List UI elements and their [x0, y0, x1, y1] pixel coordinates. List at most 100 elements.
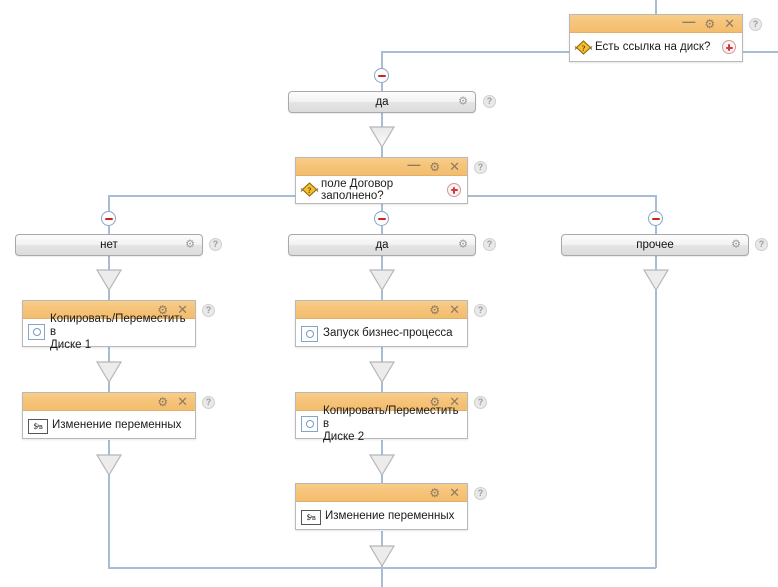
flow-arrow	[369, 126, 395, 148]
close-icon[interactable]: ✕	[177, 394, 188, 409]
connector-line	[381, 147, 383, 157]
minimize-icon[interactable]: —	[407, 157, 421, 172]
gear-icon[interactable]: ⚙	[157, 302, 169, 317]
connector-line	[381, 566, 383, 587]
connector-line	[381, 255, 383, 271]
branch-label-yes[interactable]: да ⚙	[288, 234, 476, 256]
node-copy-move-disk1[interactable]: ⚙ ✕ Копировать/Переместить в Диске 1	[22, 300, 196, 351]
close-icon[interactable]: ✕	[449, 485, 460, 500]
help-icon[interactable]: ?	[755, 238, 768, 251]
connector-line	[381, 347, 383, 363]
connector-line	[381, 83, 383, 91]
help-icon[interactable]: ?	[474, 487, 487, 500]
connector-line	[468, 195, 481, 197]
node-title-line2: Диске 1	[50, 339, 92, 351]
node-title-line2: заполнено?	[321, 189, 384, 202]
card-body: Копировать/Переместить в Диске 2	[296, 405, 467, 443]
help-icon[interactable]: ?	[474, 304, 487, 317]
close-icon[interactable]: ✕	[177, 302, 188, 317]
help-icon[interactable]: ?	[474, 161, 487, 174]
flow-arrow	[369, 269, 395, 291]
help-icon[interactable]: ?	[483, 95, 496, 108]
node-title: Изменение переменных	[52, 419, 182, 431]
gear-icon[interactable]: ⚙	[704, 16, 716, 31]
gear-icon[interactable]: ⚙	[429, 159, 441, 174]
add-branch-button[interactable]	[722, 40, 736, 54]
gear-icon[interactable]: ⚙	[731, 238, 741, 251]
branch-label-text: да	[375, 96, 389, 108]
help-icon[interactable]: ?	[202, 304, 215, 317]
variables-icon: $ᵃʙ	[28, 419, 48, 434]
close-icon[interactable]: ✕	[449, 394, 460, 409]
flow-arrow	[96, 454, 122, 476]
branch-label-other[interactable]: прочее ⚙	[561, 234, 749, 256]
add-branch-button[interactable]	[447, 182, 461, 197]
collapse-toggle-top[interactable]	[374, 68, 389, 83]
card-body: Запуск бизнес-процесса	[296, 319, 467, 346]
disk-circle-icon	[28, 324, 45, 340]
branch-label-yes-top[interactable]: да ⚙	[288, 91, 476, 113]
node-title-line1: Копировать/Переместить в	[323, 405, 459, 430]
card-body: ? поле Договор заполнено?	[296, 176, 467, 203]
connector-line	[381, 112, 383, 128]
gear-icon[interactable]: ⚙	[157, 394, 169, 409]
card-header: ⚙ ✕	[296, 484, 467, 502]
node-change-variables-left[interactable]: ⚙ ✕ $ᵃʙ Изменение переменных	[22, 392, 196, 439]
card-body: $ᵃʙ Изменение переменных	[23, 411, 195, 438]
gear-icon[interactable]: ⚙	[429, 485, 441, 500]
connector-line	[381, 382, 383, 392]
gear-icon[interactable]: ⚙	[185, 238, 195, 251]
node-title-line1: поле Договор	[321, 177, 394, 190]
connector-line	[108, 475, 110, 568]
collapse-toggle-branch-other[interactable]	[648, 211, 663, 226]
connector-line	[381, 531, 383, 547]
help-icon[interactable]: ?	[474, 396, 487, 409]
gear-icon[interactable]: ⚙	[458, 95, 468, 108]
close-icon[interactable]: ✕	[449, 159, 460, 174]
flow-arrow	[369, 454, 395, 476]
flow-arrow	[96, 361, 122, 383]
gear-icon[interactable]: ⚙	[429, 394, 441, 409]
connector-line	[108, 290, 110, 300]
close-icon[interactable]: ✕	[724, 16, 735, 31]
connector-line	[108, 226, 110, 234]
svg-text:?: ?	[582, 43, 586, 52]
connector-line	[655, 226, 657, 234]
connector-line	[655, 195, 657, 211]
branch-label-text: нет	[100, 239, 118, 251]
connector-line	[381, 51, 557, 53]
connector-line	[742, 51, 778, 53]
help-icon[interactable]: ?	[209, 238, 222, 251]
help-icon[interactable]: ?	[749, 18, 762, 31]
connector-line	[108, 382, 110, 392]
node-copy-move-disk2[interactable]: ⚙ ✕ Копировать/Переместить в Диске 2	[295, 392, 468, 443]
card-body: Копировать/Переместить в Диске 1	[23, 313, 195, 351]
connector-line	[655, 290, 657, 568]
node-title: Есть ссылка на диск?	[595, 40, 711, 53]
variables-icon: $ᵃʙ	[301, 510, 321, 525]
connector-line	[655, 255, 657, 271]
node-condition-contract-field[interactable]: — ⚙ ✕ ? поле Договор заполнено?	[295, 157, 468, 204]
help-icon[interactable]: ?	[483, 238, 496, 251]
collapse-toggle-branch-no[interactable]	[101, 211, 116, 226]
gear-icon[interactable]: ⚙	[429, 302, 441, 317]
node-condition-disk-link[interactable]: — ⚙ ✕ ? Есть ссылка на диск?	[569, 14, 743, 62]
collapse-toggle-branch-yes[interactable]	[374, 211, 389, 226]
connector-line	[108, 195, 110, 211]
node-title: Изменение переменных	[325, 510, 455, 522]
minimize-icon[interactable]: —	[682, 14, 696, 29]
node-start-business-process[interactable]: ⚙ ✕ Запуск бизнес-процесса	[295, 300, 468, 347]
branch-label-no[interactable]: нет ⚙	[15, 234, 203, 256]
connector-line	[108, 255, 110, 271]
connector-line	[108, 440, 110, 456]
close-icon[interactable]: ✕	[449, 302, 460, 317]
node-change-variables-mid[interactable]: ⚙ ✕ $ᵃʙ Изменение переменных	[295, 483, 468, 530]
disk-circle-icon	[301, 416, 318, 432]
svg-text:?: ?	[308, 186, 312, 195]
connector-line	[381, 51, 383, 69]
card-body: $ᵃʙ Изменение переменных	[296, 502, 467, 529]
card-header: ⚙ ✕	[296, 301, 467, 319]
connector-line	[381, 290, 383, 300]
help-icon[interactable]: ?	[202, 396, 215, 409]
gear-icon[interactable]: ⚙	[458, 238, 468, 251]
